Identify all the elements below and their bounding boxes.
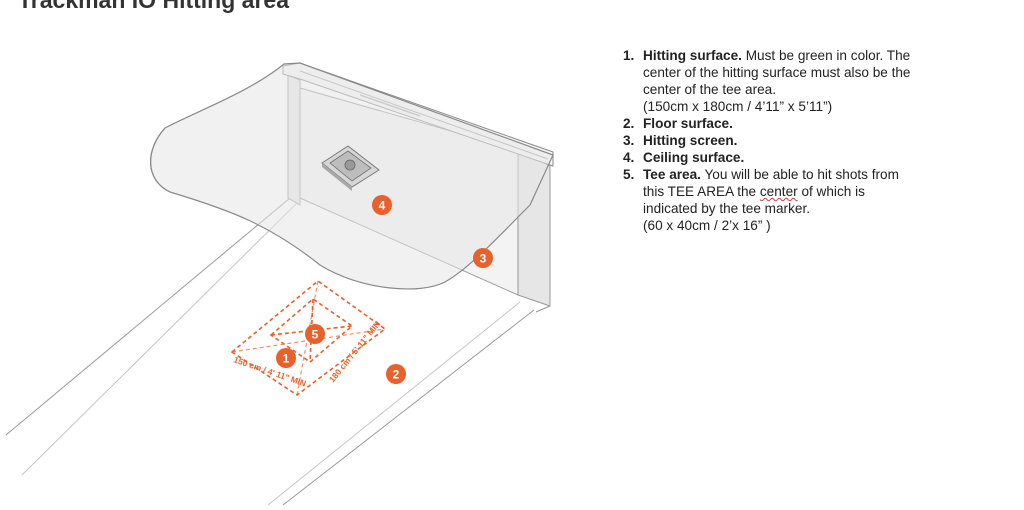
legend-number: 4. xyxy=(623,150,635,165)
legend-item-hitting-screen: 3. Hitting screen. xyxy=(623,132,1018,149)
legend-term: Ceiling surface. xyxy=(643,150,745,165)
legend-item-floor-surface: 2. Floor surface. xyxy=(623,115,1018,132)
floor-edge-right-inner xyxy=(267,301,521,506)
legend-desc-line: this TEE AREA the center of which is xyxy=(643,183,1018,200)
svg-text:4: 4 xyxy=(379,199,386,213)
legend-desc: indicated by the tee marker. xyxy=(643,201,810,216)
right-wall-edge xyxy=(535,305,551,313)
marker-3: 3 xyxy=(473,248,493,268)
svg-text:2: 2 xyxy=(393,368,400,382)
launch-monitor-device xyxy=(321,145,380,191)
legend-item-tee-area: 5. Tee area. You will be able to hit sho… xyxy=(623,166,1018,234)
legend-desc: (150cm x 180cm / 4’11” x 5’11”) xyxy=(643,99,833,114)
legend-desc: center of the hitting surface must also … xyxy=(643,65,911,80)
svg-text:5: 5 xyxy=(312,328,319,342)
legend-list: 1. Hitting surface. Must be green in col… xyxy=(623,47,1018,234)
legend-number: 5. xyxy=(623,167,635,182)
legend-term: Tee area. xyxy=(643,167,701,182)
legend-item-hitting-surface: 1. Hitting surface. Must be green in col… xyxy=(623,47,1018,115)
legend-desc: center of the tee area. xyxy=(643,82,777,97)
legend-desc: of which is xyxy=(801,184,865,199)
legend-term: Hitting screen. xyxy=(643,133,738,148)
legend-item-ceiling-surface: 4. Ceiling surface. xyxy=(623,149,1018,166)
marker-4: 4 xyxy=(372,195,392,215)
svg-text:1: 1 xyxy=(283,352,290,366)
legend-number: 2. xyxy=(623,116,635,131)
legend-desc: this TEE AREA the xyxy=(643,184,757,199)
hitting-surface-outline xyxy=(230,279,387,396)
floor-edge-right xyxy=(282,309,535,506)
legend-number: 1. xyxy=(623,48,635,63)
floor-edge-left-inner xyxy=(21,199,301,476)
hitting-area-diagram: 150 cm / 4' 11" MIN 180 cm / 5' 11" MIN … xyxy=(5,62,554,506)
legend-number: 3. xyxy=(623,133,635,148)
marker-5: 5 xyxy=(305,324,325,344)
legend-term: Floor surface. xyxy=(643,116,733,131)
page-title: Trackman IO Hitting area xyxy=(18,0,289,13)
legend-desc: You will be able to hit shots from xyxy=(704,167,899,182)
legend-term: Hitting surface. xyxy=(643,48,742,63)
marker-1: 1 xyxy=(276,348,296,368)
legend-desc-spellcheck: center xyxy=(759,184,798,199)
svg-text:3: 3 xyxy=(480,252,487,266)
legend-desc: Must be green in color. The xyxy=(745,48,911,63)
floor-edge-left xyxy=(5,192,297,436)
legend-desc: (60 x 40cm / 2’x 16” ) xyxy=(643,218,771,233)
tee-area-outline xyxy=(269,297,354,364)
marker-2: 2 xyxy=(386,364,406,384)
ceiling-front-edge xyxy=(150,127,171,193)
